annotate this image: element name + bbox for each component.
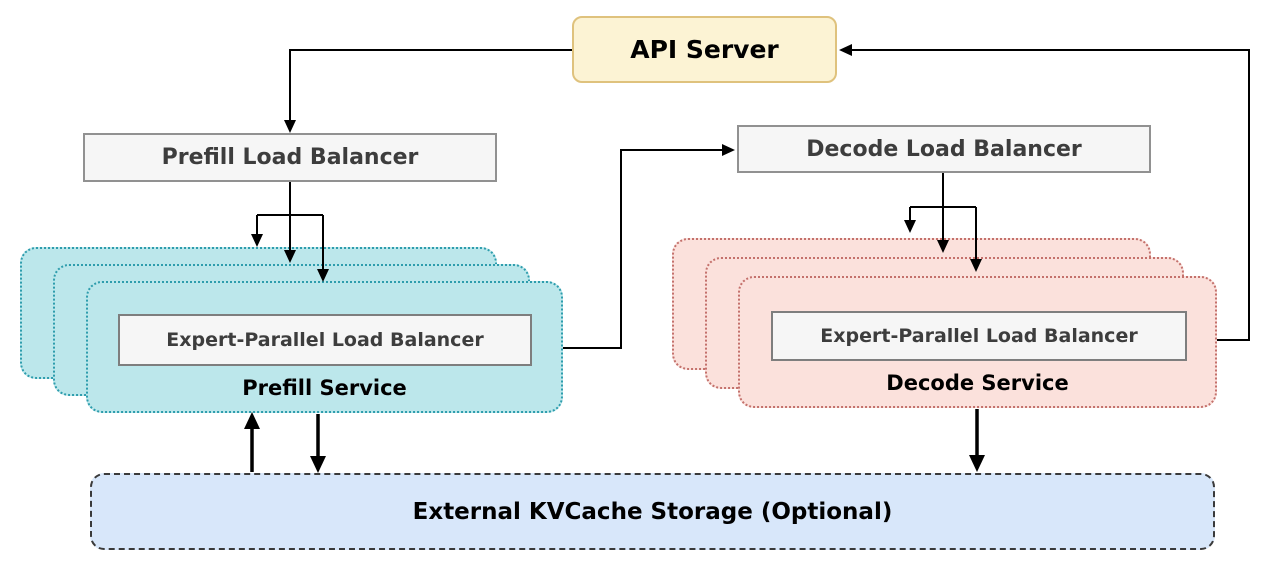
api-server-node: API Server	[572, 16, 837, 83]
edge-prefill-service-to-kvcache	[310, 414, 326, 473]
prefill-load-balancer-label: Prefill Load Balancer	[161, 145, 419, 170]
decode-expert-parallel-load-balancer-label: Expert-Parallel Load Balancer	[820, 325, 1138, 347]
decode-load-balancer-label: Decode Load Balancer	[806, 136, 1082, 162]
decode-service-label: Decode Service	[886, 371, 1069, 395]
prefill-service-node: Expert-Parallel Load Balancer Prefill Se…	[86, 281, 563, 413]
edge-decode-service-to-kvcache	[969, 409, 985, 472]
decode-service-node: Expert-Parallel Load Balancer Decode Ser…	[738, 276, 1217, 408]
decode-expert-parallel-load-balancer-node: Expert-Parallel Load Balancer	[771, 311, 1187, 361]
kvcache-storage-label: External KVCache Storage (Optional)	[412, 498, 893, 525]
prefill-expert-parallel-load-balancer-node: Expert-Parallel Load Balancer	[118, 314, 532, 366]
api-server-label: API Server	[630, 35, 779, 64]
prefill-expert-parallel-load-balancer-label: Expert-Parallel Load Balancer	[166, 329, 484, 351]
edge-kvcache-to-prefill-service	[244, 412, 260, 472]
edge-api-to-prefill-lb	[284, 49, 572, 133]
kvcache-storage-node: External KVCache Storage (Optional)	[90, 473, 1215, 550]
prefill-service-label: Prefill Service	[242, 376, 407, 400]
prefill-load-balancer-node: Prefill Load Balancer	[83, 133, 497, 182]
decode-load-balancer-node: Decode Load Balancer	[737, 125, 1151, 173]
